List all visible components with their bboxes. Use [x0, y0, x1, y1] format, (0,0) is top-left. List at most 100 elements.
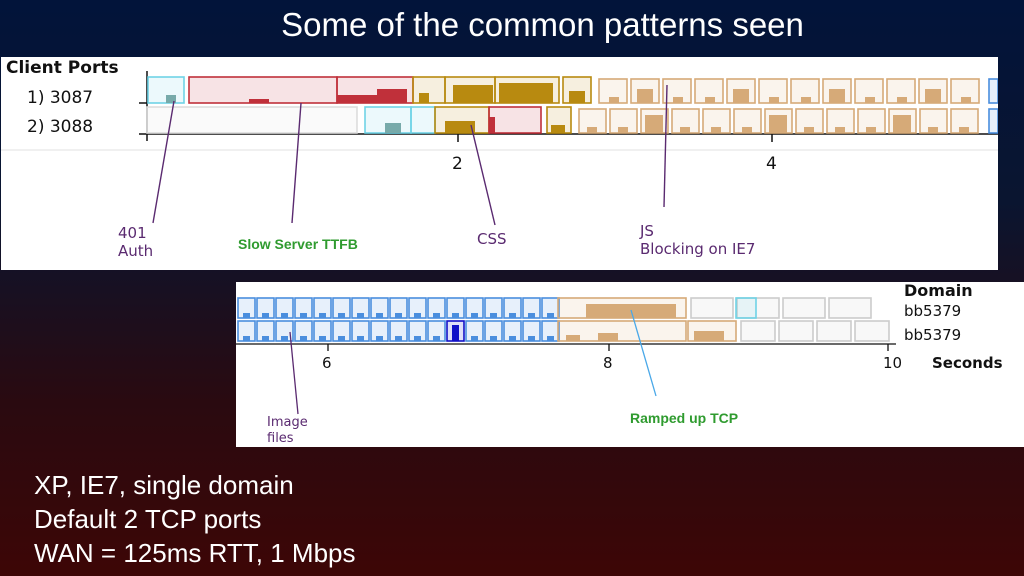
request-idle — [740, 320, 776, 342]
client-ports-header: Client Ports — [6, 58, 119, 78]
request-css-fill — [569, 91, 585, 103]
request-image-fill — [528, 313, 535, 318]
request-html — [188, 76, 338, 104]
request-js-fill — [587, 127, 597, 133]
waterfall-top-graphic — [1, 71, 998, 226]
request-js-fill — [829, 89, 845, 103]
request-image-fill — [414, 313, 421, 318]
request-image-fill — [452, 313, 459, 318]
request-image-fill — [338, 336, 345, 341]
waterfall-bottom-graphic — [236, 297, 896, 415]
domain-header: Domain — [904, 282, 973, 300]
request-auth — [735, 297, 757, 319]
request-image-fill — [281, 313, 288, 318]
request-image-fill — [547, 313, 554, 318]
request-idle — [146, 106, 358, 134]
request-idle — [854, 320, 890, 342]
request-image-fill — [300, 313, 307, 318]
request-js-fill — [711, 127, 721, 133]
request-image-fill — [319, 313, 326, 318]
request-js-fill — [637, 89, 653, 103]
pointer-images — [289, 331, 299, 415]
request-image-fill — [243, 313, 250, 318]
request-idle — [690, 297, 734, 319]
request-js-fill — [694, 331, 724, 341]
request-image-fill — [471, 313, 478, 318]
tick-label-8: 8 — [603, 354, 613, 372]
request-image-fill — [471, 336, 478, 341]
request-css — [434, 106, 490, 134]
request-js — [557, 320, 687, 342]
request-image — [988, 78, 998, 104]
request-js-fill — [804, 127, 814, 133]
slide-bullets: XP, IE7, single domain Default 2 TCP por… — [34, 468, 355, 570]
pointer-ttfb — [291, 102, 302, 224]
request-html — [488, 106, 542, 134]
request-image-fill — [319, 336, 326, 341]
request-css-fill — [419, 93, 429, 103]
pointer-css — [470, 124, 496, 226]
request-css-fill — [551, 125, 565, 133]
request-image-fill — [357, 336, 364, 341]
pointer-tcp — [630, 309, 657, 397]
request-image-fill — [262, 336, 269, 341]
request-image-fill — [395, 336, 402, 341]
slide-title: Some of the common patterns seen — [281, 6, 804, 43]
request-image-fill — [509, 336, 516, 341]
request-js-fill — [733, 89, 749, 103]
request-js-fill — [801, 97, 811, 103]
request-auth — [410, 106, 436, 134]
tick-label-4: 4 — [766, 154, 777, 174]
request-image-fill — [452, 325, 459, 341]
request-html-fill — [249, 99, 269, 103]
request-image-fill — [243, 336, 250, 341]
seconds-axis-label: Seconds — [932, 354, 1003, 372]
request-idle — [736, 297, 780, 319]
request-js-fill — [897, 97, 907, 103]
request-js-fill — [769, 115, 787, 133]
request-js-fill — [609, 97, 619, 103]
request-image-fill — [490, 313, 497, 318]
request-image-fill — [509, 313, 516, 318]
request-js-fill — [961, 97, 971, 103]
domain-label-2: bb5379 — [904, 326, 962, 344]
request-image-fill — [376, 313, 383, 318]
request-idle — [816, 320, 852, 342]
request-image-fill — [433, 336, 440, 341]
request-js-fill — [893, 115, 911, 133]
request-js-fill — [769, 97, 779, 103]
request-html-fill — [489, 117, 495, 133]
request-auth-fill — [166, 95, 176, 103]
request-js-fill — [705, 97, 715, 103]
request-js-fill — [673, 97, 683, 103]
request-image-fill — [262, 313, 269, 318]
annotation-slow-ttfb: Slow Server TTFB — [238, 236, 358, 252]
request-image-fill — [433, 313, 440, 318]
request-js-fill — [645, 115, 663, 133]
port-label-2: 2) 3088 — [27, 117, 94, 137]
request-css-fill — [499, 83, 553, 103]
pointer-js — [663, 84, 668, 208]
annotation-401-auth: 401 Auth — [118, 224, 154, 260]
port-label-1: 1) 3087 — [27, 88, 94, 108]
request-image-fill — [490, 336, 497, 341]
request-idle — [782, 297, 826, 319]
request-image-fill — [338, 313, 345, 318]
request-image-fill — [357, 313, 364, 318]
request-image-fill — [528, 336, 535, 341]
request-js-fill — [866, 127, 876, 133]
request-image-fill — [281, 336, 288, 341]
tick-label-2: 2 — [452, 154, 463, 174]
annotation-image-files: Image files — [267, 415, 308, 446]
request-idle — [828, 297, 872, 319]
request-auth-fill — [385, 123, 401, 133]
bullet-item: Default 2 TCP ports — [34, 504, 262, 534]
request-js-fill — [680, 127, 690, 133]
annotation-css: CSS — [477, 230, 507, 248]
request-js-fill — [742, 127, 752, 133]
request-js-fill — [618, 127, 628, 133]
request-js-fill — [925, 89, 941, 103]
request-css-fill — [445, 121, 475, 133]
annotation-ramped-tcp: Ramped up TCP — [630, 410, 739, 426]
request-image-fill — [395, 313, 402, 318]
